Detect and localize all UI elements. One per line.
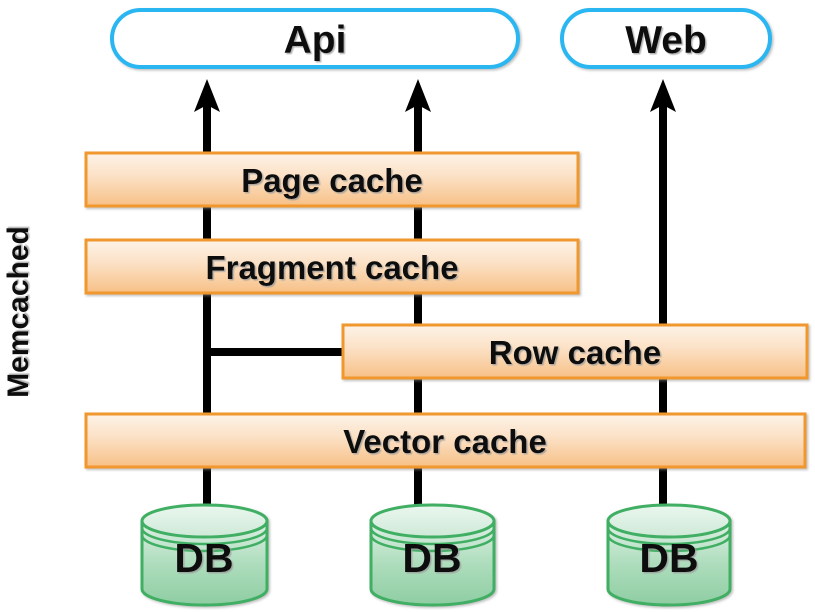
cache-layer: Page cache Fragment cache Row cache Vect… — [84, 151, 809, 469]
cache-node-vector-cache[interactable]: Vector cache — [84, 412, 807, 469]
memcached-side-label: Memcached — [2, 226, 35, 398]
arrow-head-icon — [405, 79, 431, 112]
vector-cache-label: Vector cache — [343, 423, 547, 460]
cache-node-page-cache[interactable]: Page cache — [84, 151, 580, 208]
arrow-head-icon — [194, 79, 220, 112]
database-node-1[interactable]: DB — [140, 503, 269, 607]
fragment-cache-shape — [84, 238, 580, 295]
cache-node-row-cache[interactable]: Row cache — [341, 323, 809, 380]
db-3-label: DB — [639, 535, 698, 581]
row-cache-label: Row cache — [489, 334, 661, 371]
side-label-group: Memcached — [2, 226, 35, 398]
page-cache-label: Page cache — [241, 162, 423, 199]
db-2-label: DB — [402, 535, 461, 581]
client-layer: Api Web — [110, 8, 772, 69]
db-cylinder-top — [140, 503, 269, 539]
db-ridge-2 — [369, 534, 496, 553]
db-cylinder-top — [369, 503, 496, 539]
db-ridge-1 — [140, 527, 269, 546]
db-1-label: DB — [174, 535, 233, 581]
page-cache-shape — [84, 151, 580, 208]
vector-cache-shape — [84, 412, 807, 469]
cache-node-fragment-cache[interactable]: Fragment cache — [84, 238, 580, 295]
db-ridge-1 — [606, 527, 732, 546]
db-ridge-2 — [606, 534, 732, 553]
web-node-label: Web — [625, 19, 707, 62]
db-ridge-1 — [369, 527, 496, 546]
fragment-cache-label: Fragment cache — [205, 249, 458, 286]
arrow-head-icon — [650, 79, 676, 112]
row-cache-shape — [341, 323, 809, 380]
database-layer: DB DB DB — [140, 503, 732, 607]
db-cylinder-top — [606, 503, 732, 539]
database-node-3[interactable]: DB — [606, 503, 732, 607]
api-node-label: Api — [284, 19, 347, 62]
database-node-2[interactable]: DB — [369, 503, 496, 607]
db-ridge-2 — [140, 534, 269, 553]
client-node-web[interactable]: Web — [560, 8, 772, 69]
client-node-api[interactable]: Api — [110, 8, 520, 69]
api-node-shape — [110, 8, 520, 69]
web-node-shape — [560, 8, 772, 69]
